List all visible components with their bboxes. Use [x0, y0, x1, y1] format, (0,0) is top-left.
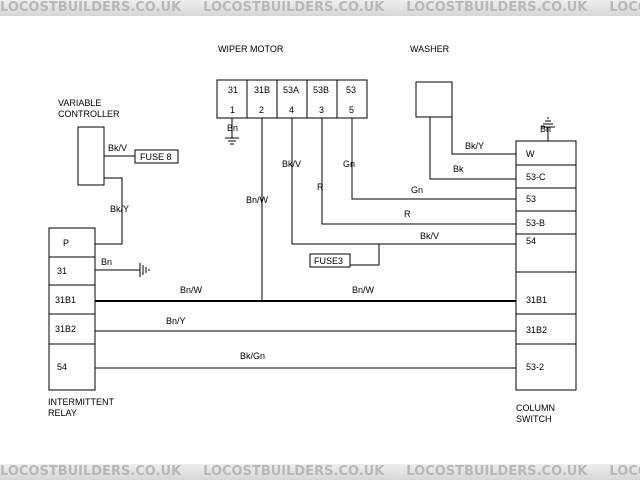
watermark-text: LOCOSTBUILDERS.CO.UK	[609, 0, 640, 15]
relay-terminal-label: 31B1	[55, 295, 76, 305]
wire-label: Gn	[343, 159, 355, 169]
motor-pin-number: 3	[319, 105, 324, 115]
wire-label: R	[317, 182, 324, 192]
relay-terminal-label: 31	[57, 266, 67, 276]
relay-terminal-label: P	[63, 238, 69, 248]
motor-pin-number: 4	[289, 105, 294, 115]
wire-label: Bn/W	[246, 195, 269, 205]
relay-outline	[48, 227, 96, 391]
wire-label: Bn/W	[180, 285, 203, 295]
fuse8-label: FUSE 8	[140, 152, 172, 162]
column-switch-block	[515, 140, 577, 391]
wire-motor-53b	[321, 118, 516, 225]
wire-label: Bk/Y	[465, 141, 484, 151]
wire-washer-53c	[429, 117, 516, 180]
motor-terminal-name: 31B	[254, 85, 270, 95]
column-switch-outline	[515, 140, 577, 391]
motor-terminal-name: 53A	[283, 85, 299, 95]
wire-motor-53	[351, 118, 516, 200]
wiper-motor-block	[216, 79, 368, 119]
wire-label: Bn	[101, 257, 112, 267]
wire-label: Bk	[453, 164, 464, 174]
fuse3-label: FUSE3	[314, 256, 343, 266]
switch-terminal-label: 53-B	[526, 218, 545, 228]
wire-label: Bn/W	[352, 285, 375, 295]
ground-icon	[541, 117, 555, 128]
wire-controller-relay-p	[95, 177, 123, 245]
watermark-text: LOCOSTBUILDERS.CO.UK	[406, 464, 588, 479]
switch-terminal-label: 53	[526, 194, 536, 204]
motor-pin-number: 5	[349, 105, 354, 115]
relay-title-line1: INTERMITTENT	[48, 397, 114, 407]
watermark-text: LOCOSTBUILDERS.CO.UK	[203, 464, 385, 479]
wire-label: Bn	[227, 123, 238, 133]
wire-label: Gn	[411, 185, 423, 195]
variable-controller-title-line2: CONTROLLER	[58, 109, 120, 119]
variable-controller-box	[77, 126, 105, 186]
switch-terminal-label: 31B1	[526, 295, 547, 305]
watermark-banner-top: LOCOSTBUILDERS.CO.UK LOCOSTBUILDERS.CO.UK…	[0, 0, 640, 16]
fuse3-box	[309, 253, 351, 268]
wiper-motor-title: WIPER MOTOR	[218, 44, 284, 54]
wire-motor-53a	[291, 118, 516, 245]
wires	[95, 104, 549, 369]
watermark-banner-bottom: LOCOSTBUILDERS.CO.UK LOCOSTBUILDERS.CO.UK…	[0, 464, 640, 480]
ground-icon	[225, 137, 239, 145]
wire-label: Bn	[540, 124, 551, 134]
relay-terminal-label: 54	[57, 362, 67, 372]
washer-box	[415, 81, 453, 118]
wire-label: Bn/Y	[166, 316, 186, 326]
motor-pin-number: 2	[259, 105, 264, 115]
switch-terminal-label: 53-2	[526, 362, 544, 372]
ground-icon	[139, 263, 150, 277]
motor-terminal-name: 53B	[313, 85, 329, 95]
switch-terminal-label: 53-C	[526, 172, 546, 182]
switch-terminal-label: 31B2	[526, 325, 547, 335]
wire-fuse3-feed	[350, 244, 380, 266]
watermark-text: LOCOSTBUILDERS.CO.UK	[0, 464, 182, 479]
watermark-text: LOCOSTBUILDERS.CO.UK	[609, 464, 640, 479]
switch-terminal-label: 54	[526, 236, 536, 246]
column-switch-title-line2: SWITCH	[516, 414, 552, 424]
wire-label: Bk/Y	[110, 204, 129, 214]
relay-terminal-label: 31B2	[55, 324, 76, 334]
wire-label: R	[404, 209, 411, 219]
wire-label: Bk/V	[282, 159, 301, 169]
switch-terminal-label: W	[526, 149, 535, 159]
wire-washer-w	[451, 104, 516, 155]
washer-title: WASHER	[410, 44, 450, 54]
wire-label: Bk/V	[108, 143, 127, 153]
wire-label: Bk/V	[420, 231, 439, 241]
wire-label: Bk/Gn	[240, 351, 265, 361]
variable-controller-title-line1: VARIABLE	[58, 98, 101, 108]
motor-pin-number: 1	[230, 105, 235, 115]
watermark-text: LOCOSTBUILDERS.CO.UK	[406, 0, 588, 15]
relay-block	[48, 227, 96, 391]
motor-terminal-name: 53	[346, 85, 356, 95]
watermark-text: LOCOSTBUILDERS.CO.UK	[0, 0, 182, 15]
watermark-text: LOCOSTBUILDERS.CO.UK	[203, 0, 385, 15]
column-switch-title-line1: COLUMN	[516, 403, 555, 413]
relay-title-line2: RELAY	[48, 408, 77, 418]
motor-terminal-name: 31	[228, 85, 238, 95]
